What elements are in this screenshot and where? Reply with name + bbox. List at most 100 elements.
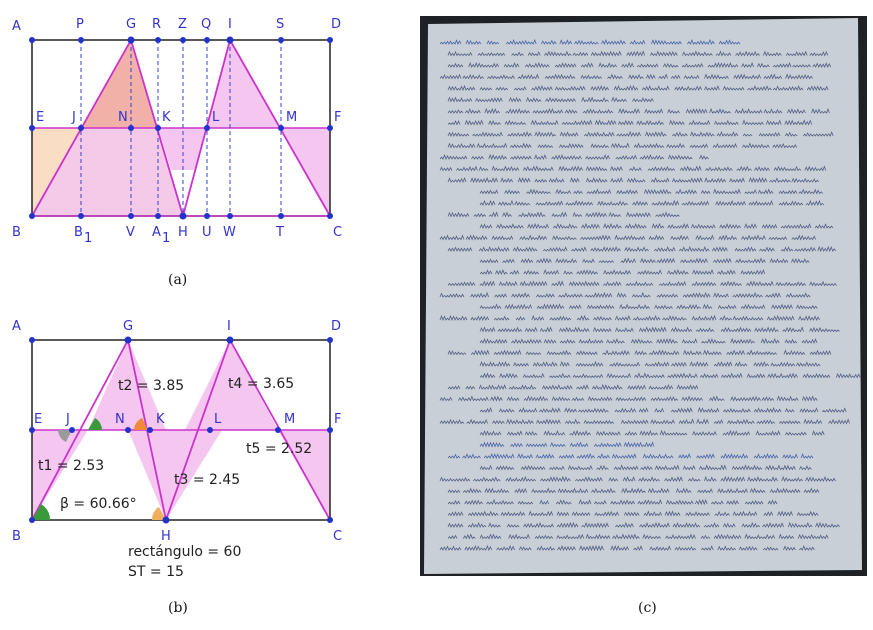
label-V: V — [126, 225, 135, 240]
handwriting-line — [447, 245, 837, 253]
label-B1: B — [74, 225, 83, 240]
handwriting-line — [447, 487, 820, 494]
handwriting-line — [447, 211, 680, 218]
handwriting-line — [479, 441, 655, 448]
label-R: R — [152, 17, 161, 32]
handwriting-line — [479, 303, 818, 310]
label-A1: A — [152, 225, 161, 240]
handwriting-line — [479, 199, 825, 207]
label-L: L — [212, 110, 220, 125]
measure-t4: t4 = 3.65 — [228, 376, 294, 392]
handwriting-line — [479, 337, 818, 345]
label-N: N — [118, 110, 128, 125]
label-C: C — [333, 225, 342, 240]
label-T: T — [275, 225, 284, 240]
label-b-I: I — [227, 319, 231, 334]
label-b-G: G — [123, 319, 133, 334]
measure-t1: t1 = 2.53 — [38, 458, 104, 474]
handwriting-line — [447, 521, 840, 529]
label-b-L: L — [214, 412, 222, 427]
fill-triangle-right — [207, 40, 281, 128]
fill-t1-lower — [32, 430, 88, 520]
label-b-A: A — [12, 319, 21, 334]
label-b-M: M — [284, 412, 295, 427]
handwriting-line — [439, 314, 820, 322]
measure-rectangle: rectángulo = 60 — [128, 544, 241, 560]
handwriting-line — [447, 280, 837, 287]
handwriting-line — [447, 510, 819, 517]
label-b-B: B — [12, 529, 21, 544]
handwriting-line — [439, 544, 815, 552]
handwriting-line — [439, 395, 818, 402]
handwriting-line — [479, 268, 766, 276]
handwriting-line — [479, 360, 821, 368]
handwriting-line — [447, 349, 832, 356]
fill-triangle-top-red — [81, 40, 158, 128]
handwriting-line — [479, 222, 834, 230]
label-S: S — [276, 17, 284, 32]
label-K: K — [162, 110, 171, 125]
fill-t2 — [88, 340, 166, 430]
handwriting-line — [479, 188, 823, 195]
handwriting-line — [479, 464, 812, 471]
handwriting-line — [439, 165, 827, 172]
measure-t2: t2 = 3.85 — [118, 378, 184, 394]
angle-beta — [32, 504, 51, 520]
angle-H-orange — [151, 507, 166, 520]
angle-J-green — [88, 418, 102, 430]
handwriting-line — [447, 452, 814, 460]
label-Z: Z — [178, 17, 187, 32]
handwriting-line — [479, 372, 861, 379]
panel-b: A G I D E J N K L M F B H C t2 = 3.85 t4… — [12, 319, 342, 616]
label-Q: Q — [201, 17, 211, 32]
handwriting-line — [447, 498, 778, 506]
handwriting-line — [479, 257, 810, 264]
measure-t5: t5 = 2.52 — [246, 441, 312, 457]
handwriting-line — [479, 326, 840, 333]
label-b-K: K — [156, 412, 165, 427]
handwriting-line — [439, 475, 836, 483]
handwriting-line — [447, 84, 829, 92]
angle-K-orange — [134, 418, 148, 430]
panel-a: A P G R Z Q I S D E J N K L M F B B 1 V … — [12, 17, 342, 288]
handwriting-line — [439, 234, 817, 241]
handwriting-line — [447, 176, 820, 184]
label-b-H: H — [161, 529, 171, 544]
label-b-C: C — [333, 529, 342, 544]
handwriting-line — [447, 61, 832, 69]
label-M: M — [286, 110, 297, 125]
fill-t4 — [185, 340, 278, 430]
label-H: H — [178, 225, 188, 240]
label-b-F: F — [334, 412, 341, 427]
points-a — [29, 36, 333, 220]
caption-b: (b) — [168, 600, 188, 616]
handwriting-line — [447, 383, 699, 391]
label-b-J: J — [65, 412, 70, 427]
label-B: B — [12, 225, 21, 240]
label-J: J — [71, 110, 76, 125]
handwriting-line — [439, 73, 813, 80]
label-E: E — [36, 110, 44, 125]
handwriting-line — [439, 291, 811, 299]
points-b — [29, 336, 333, 524]
label-F: F — [334, 110, 341, 125]
handwriting-line — [447, 50, 829, 57]
label-B1-sub: 1 — [84, 231, 92, 246]
handwriting-line — [447, 107, 830, 115]
label-D: D — [331, 17, 341, 32]
panel-c: (c) — [420, 16, 867, 616]
label-b-E: E — [34, 412, 42, 427]
label-U: U — [202, 225, 212, 240]
notebook-page — [424, 18, 862, 574]
angle-J-gray — [58, 430, 72, 442]
handwriting-line — [439, 418, 850, 425]
handwritten-notes — [439, 38, 861, 552]
measure-st: ST = 15 — [128, 564, 184, 580]
caption-a: (a) — [168, 272, 187, 288]
measure-t3: t3 = 2.45 — [174, 472, 240, 488]
handwriting-line — [447, 119, 813, 126]
label-A: A — [12, 19, 21, 34]
handwriting-line — [447, 96, 654, 103]
handwriting-line — [479, 429, 825, 437]
